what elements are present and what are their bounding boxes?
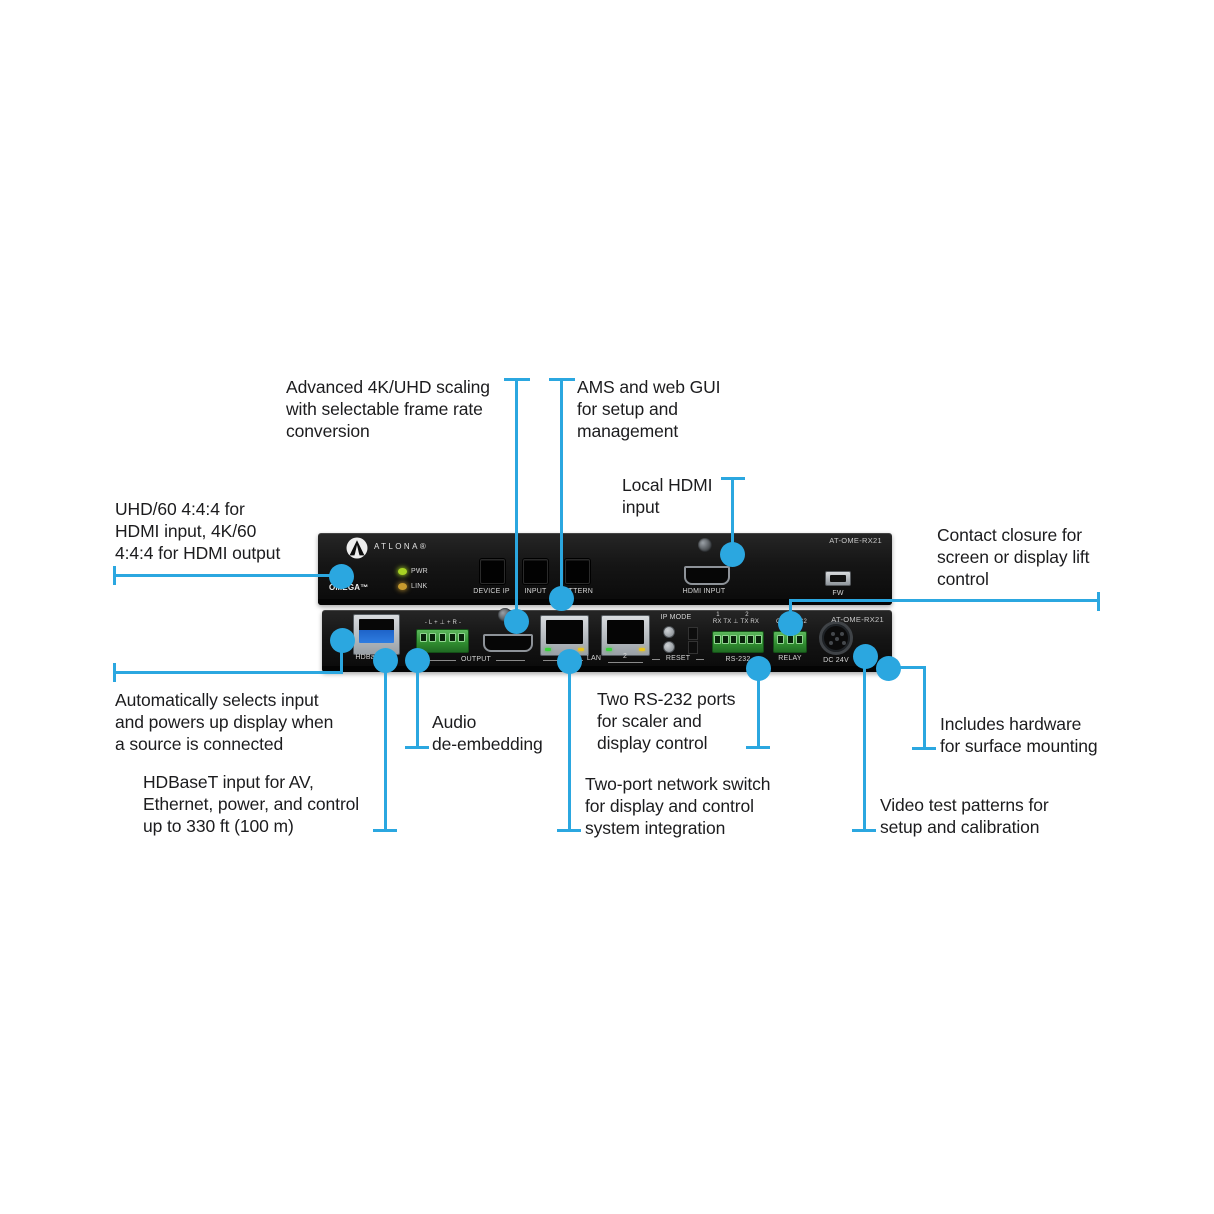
input-button-label: INPUT (524, 588, 547, 595)
input-button (523, 559, 548, 584)
callout-line-rs232 (757, 668, 760, 748)
relay-label: RELAY (778, 655, 802, 662)
reset-rule-right (696, 659, 704, 660)
link-led (398, 583, 407, 590)
pwr-led-label: PWR (411, 568, 428, 575)
callout-line-network (568, 661, 571, 831)
callout-dot-rs232 (746, 656, 771, 681)
ip-mode-button-2 (663, 641, 675, 653)
callout-dot-auto (330, 628, 355, 653)
callout-dot-hdbaset (373, 648, 398, 673)
reset-label: RESET (665, 655, 691, 662)
hdmi-input-label: HDMI INPUT (682, 588, 726, 595)
hdbaset-port (353, 614, 400, 655)
rs232-pins-label: RX TX ⊥ TX RX (712, 619, 760, 625)
series-label: OMEGA™ (329, 583, 369, 592)
callout-line-surface-tbar (912, 747, 936, 750)
callout-rs232-ports: Two RS-232 ports for scaler and display … (597, 689, 736, 753)
callout-network-switch: Two-port network switch for display and … (585, 774, 771, 838)
callout-auto-input: Automatically selects input and powers u… (115, 690, 334, 754)
callout-line-audio-tbar (405, 746, 429, 749)
callout-line-contact-h (789, 599, 1099, 602)
callout-line-video-tbar (852, 829, 876, 832)
output-label: OUTPUT (461, 656, 491, 663)
pattern-button (565, 559, 590, 584)
callout-video-test: Video test patterns for setup and calibr… (880, 795, 1049, 837)
rear-panel-bottom-edge (322, 666, 892, 672)
callout-line-auto-v (340, 640, 343, 674)
callout-local-hdmi: Local HDMI input (622, 475, 713, 517)
device-ip-button-label: DEVICE IP (473, 588, 510, 595)
reset-button-2 (688, 641, 698, 654)
dc-power-label: DC 24V (823, 657, 849, 664)
hdmi-output-port (483, 634, 533, 652)
audio-output-connector (416, 629, 469, 653)
lan2-label: 2 (622, 653, 628, 660)
callout-contact-closure: Contact closure for screen or display li… (937, 525, 1090, 589)
brand-wordmark: ATLONA® (374, 542, 429, 551)
callout-ams-web-gui: AMS and web GUI for setup and management (577, 377, 721, 441)
output-pins-label: - L + ⊥ + R - (424, 620, 462, 626)
callout-dot-audio (405, 648, 430, 673)
rs232-pin1-label: 1 (716, 612, 720, 618)
callout-line-surface-v (923, 666, 926, 749)
callout-line-network-tbar (557, 829, 581, 832)
callout-dot-uhd60 (329, 564, 354, 589)
rear-model-label: AT-OME-RX21 (831, 615, 884, 624)
front-panel: ATLONA® PWR LINK OMEGA™ DEVICE IP INPUT … (318, 533, 892, 605)
pwr-led (398, 568, 407, 575)
callout-line-uhd60 (114, 574, 331, 577)
callout-line-advanced-scaling (515, 378, 518, 611)
callout-line-local-hdmi (731, 477, 734, 547)
reset-button-1 (688, 627, 698, 640)
callout-line-audio (416, 660, 419, 748)
output-rule-right (496, 660, 525, 661)
callout-dot-network (557, 649, 582, 674)
pattern-button-label: PATTERN (559, 588, 594, 595)
fw-usb-port (825, 571, 851, 586)
lan-port-2 (601, 615, 650, 656)
rs232-connector (712, 631, 764, 653)
rs232-pin2-label: 2 (745, 612, 749, 618)
output-rule-left (425, 660, 456, 661)
lan2-rule (608, 662, 643, 663)
rs232-label: RS-232 (725, 656, 751, 663)
dc-power-connector (819, 621, 853, 655)
callout-line-contact-v (789, 599, 792, 614)
callout-line-video (863, 656, 866, 831)
link-led-label: LINK (411, 583, 428, 590)
callout-dot-ams (549, 586, 574, 611)
front-panel-bottom-edge (318, 599, 892, 605)
front-model-label: AT-OME-RX21 (829, 536, 882, 545)
callout-dot-local-hdmi (720, 542, 745, 567)
callout-audio-deembed: Audio de-embedding (432, 712, 543, 754)
fw-label: FW (832, 590, 844, 597)
lan-label: LAN (586, 655, 602, 662)
atlona-logo-icon (346, 537, 368, 564)
ip-mode-label: IP MODE (660, 614, 692, 621)
callout-dot-advanced-scaling (504, 609, 529, 634)
callout-line-auto-h (114, 671, 343, 674)
ip-mode-button-1 (663, 626, 675, 638)
callout-uhd60: UHD/60 4:4:4 for HDMI input, 4K/60 4:4:4… (115, 499, 281, 563)
callout-hdbaset-input: HDBaseT input for AV, Ethernet, power, a… (143, 772, 360, 836)
callout-dot-contact (778, 611, 803, 636)
callout-advanced-scaling: Advanced 4K/UHD scaling with selectable … (286, 377, 490, 441)
reset-rule-left (652, 659, 660, 660)
callout-line-surface-h (888, 666, 926, 669)
callout-line-rs232-tbar (746, 746, 770, 749)
callout-line-hdbaset-tbar (373, 829, 397, 832)
callout-surface-mount: Includes hardware for surface mounting (940, 714, 1098, 756)
device-ip-button (480, 559, 505, 584)
hdmi-input-port (684, 566, 730, 585)
callout-line-hdbaset (384, 660, 387, 831)
callout-dot-surface (876, 656, 901, 681)
hdmi-input-screw (698, 538, 712, 552)
callout-dot-video (853, 644, 878, 669)
callout-line-ams (560, 378, 563, 588)
